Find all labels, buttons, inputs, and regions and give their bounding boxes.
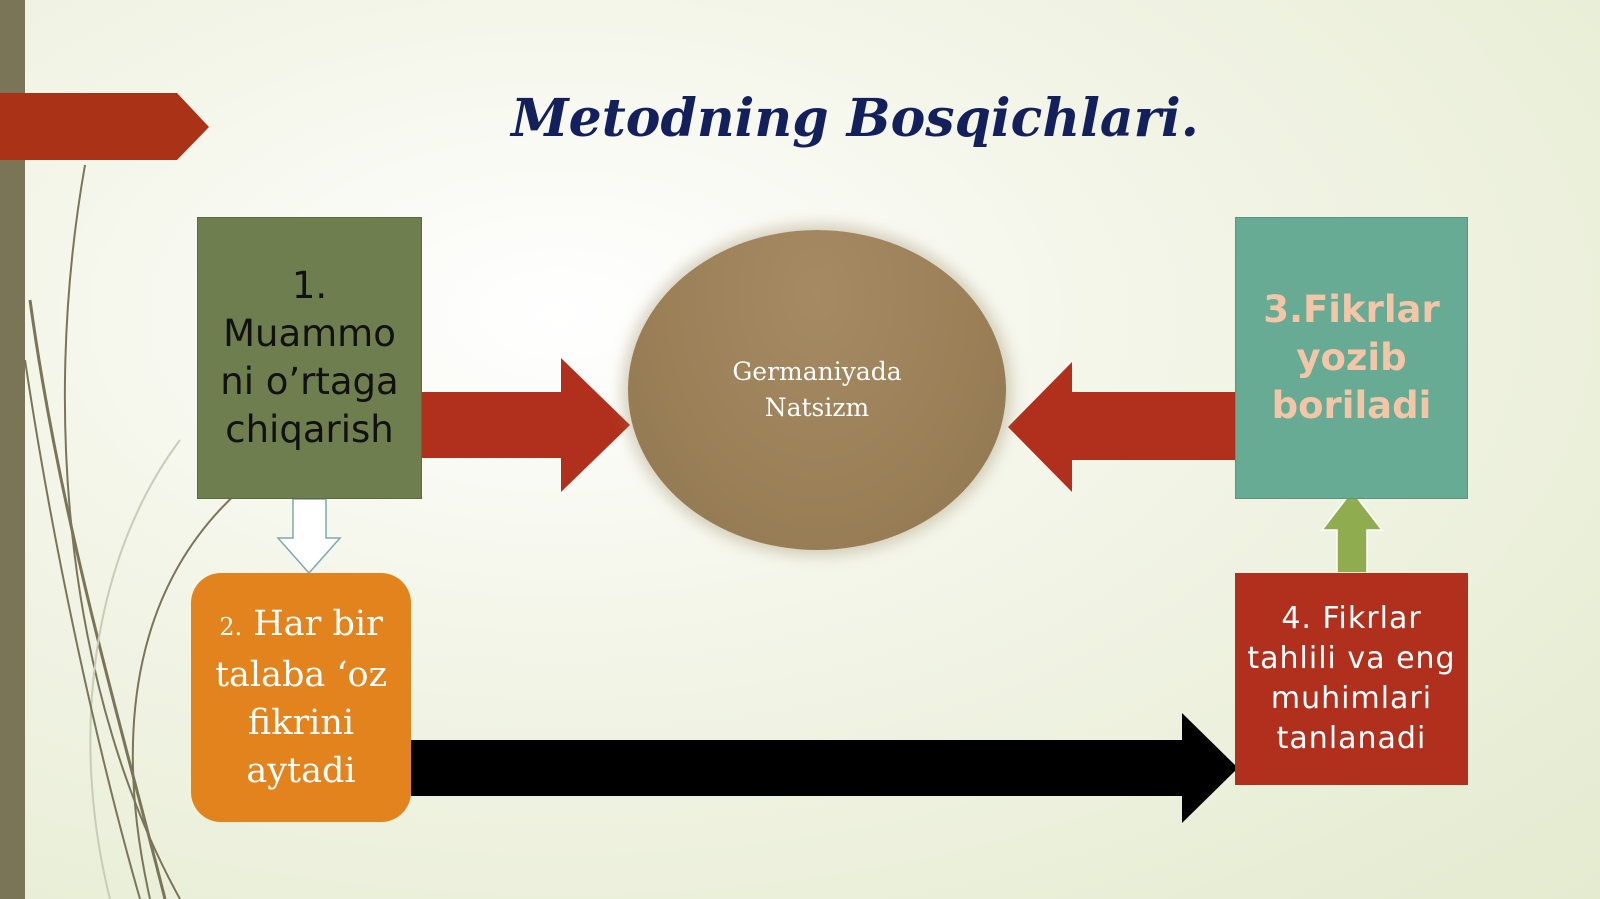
central-topic-ellipse: Germaniyada Natsizm <box>628 230 1006 550</box>
step-3-line: boriladi <box>1271 384 1432 427</box>
step-1-line: chiqarish <box>225 408 394 451</box>
step-4-line: 4. Fikrlar <box>1281 601 1422 636</box>
title-banner-shape <box>0 93 209 160</box>
arrow-step1-to-step2 <box>276 498 342 575</box>
step-1-box: 1. Muammo ni o’rtaga chiqarish <box>197 217 422 499</box>
step-3-line: 3.Fikrlar <box>1263 288 1440 331</box>
decorative-curves <box>0 93 241 899</box>
slide-title: Metodning Bosqichlari. <box>511 88 1199 149</box>
step-4-box: 4. Fikrlar tahlili va eng muhimlari tanl… <box>1235 573 1468 785</box>
center-line: Germaniyada <box>732 357 902 386</box>
step-4-line: muhimlari <box>1270 681 1433 716</box>
arrow-step3-to-center <box>1008 362 1235 492</box>
step-3-box: 3.Fikrlar yozib boriladi <box>1235 217 1468 499</box>
arrow-step2-to-step4 <box>411 713 1238 823</box>
step-2-box: 2. Har bir talaba ‘oz fikrini aytadi <box>191 573 411 822</box>
step-1-line: Muammo <box>223 312 396 355</box>
center-line: Natsizm <box>764 393 870 422</box>
step-1-line: ni o’rtaga <box>220 360 399 403</box>
step-3-line: yozib <box>1296 336 1407 379</box>
step-2-line: talaba ‘oz <box>214 655 388 695</box>
step-1-line: 1. <box>291 264 328 307</box>
step-2-number: 2. <box>219 613 243 641</box>
step-2-line: aytadi <box>246 751 356 791</box>
arrow-step1-to-center <box>420 358 630 492</box>
step-4-line: tanlanadi <box>1276 721 1427 756</box>
step-4-line: tahlili va eng <box>1247 641 1456 676</box>
step-2-line: Har bir <box>253 604 383 644</box>
step-2-line: fikrini <box>247 703 355 743</box>
arrow-step4-to-step3 <box>1320 489 1384 574</box>
